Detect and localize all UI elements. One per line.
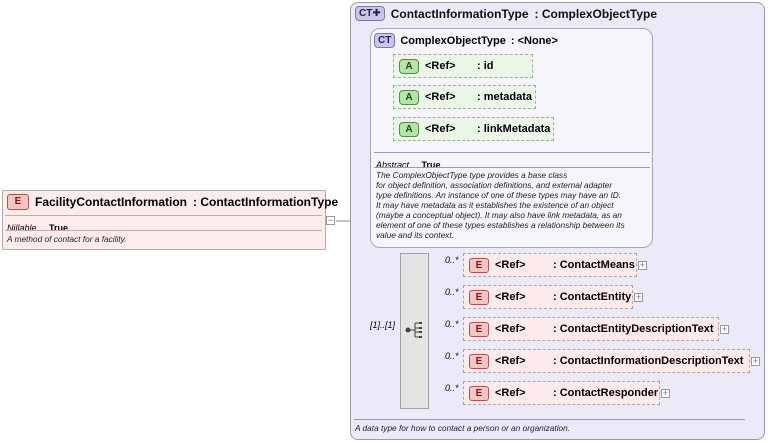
expand-icon[interactable]: +: [661, 388, 670, 398]
attribute-name: : linkMetadata: [477, 123, 551, 135]
child-element-contactresponder[interactable]: E <Ref> : ContactResponder: [463, 381, 660, 405]
sequence-icon: [405, 322, 422, 338]
child-element-contactentitydescriptiontext[interactable]: E <Ref> : ContactEntityDescriptionText: [463, 317, 719, 341]
element-name: : ContactMeans: [553, 259, 635, 271]
base-type-base: : <None>: [510, 34, 558, 47]
attribute-ref: <Ref>: [425, 123, 456, 135]
property-key: Nillable: [7, 223, 37, 233]
child-element-contactmeans[interactable]: E <Ref> : ContactMeans: [463, 253, 637, 277]
attribute-ref: <Ref>: [425, 60, 456, 72]
child-multiplicity: 0..*: [445, 255, 459, 265]
element-badge: E: [469, 353, 489, 369]
element-badge: E: [7, 194, 29, 210]
divider: [5, 215, 322, 216]
complex-type-base: : ComplexObjectType: [534, 6, 657, 21]
element-property-row: Nillable True: [7, 218, 68, 236]
attribute-ref: <Ref>: [425, 91, 456, 103]
attribute-name: : metadata: [477, 91, 533, 103]
attribute-badge: A: [399, 89, 419, 105]
element-badge: E: [469, 289, 489, 305]
property-key: Abstract: [376, 160, 410, 170]
expand-icon[interactable]: +: [751, 356, 760, 366]
element-ref: <Ref>: [495, 323, 526, 335]
divider: [374, 152, 650, 153]
expand-icon[interactable]: +: [720, 324, 729, 334]
child-multiplicity: 0..*: [445, 351, 459, 361]
attribute-badge: A: [399, 58, 419, 74]
element-name: : ContactEntity: [553, 291, 632, 303]
expand-icon[interactable]: +: [638, 260, 647, 270]
complex-type-header[interactable]: CT✚ ContactInformationType : ComplexObje…: [355, 6, 657, 21]
element-name: : ContactInformationDescriptionText: [553, 355, 744, 367]
child-element-contactinformationdescriptiontext[interactable]: E <Ref> : ContactInformationDescriptionT…: [463, 349, 750, 373]
attribute-linkmetadata[interactable]: A <Ref> : linkMetadata: [393, 117, 554, 141]
element-name: FacilityContactInformation: [35, 195, 188, 209]
base-type-name: ComplexObjectType: [400, 34, 506, 47]
element-badge: E: [469, 321, 489, 337]
doc-line: The ComplexObjectType type provides a ba…: [376, 170, 568, 180]
divider: [5, 230, 322, 231]
element-ref: <Ref>: [495, 259, 526, 271]
divider: [354, 419, 745, 420]
element-name: : ContactResponder: [553, 387, 659, 399]
property-value: True: [48, 223, 68, 233]
root-element-header[interactable]: E FacilityContactInformation : ContactIn…: [7, 194, 338, 210]
child-multiplicity: 0..*: [445, 319, 459, 329]
root-element-box: [2, 190, 326, 250]
attribute-name: : id: [477, 60, 494, 72]
doc-line: value and its context.: [376, 230, 454, 240]
element-ref: <Ref>: [495, 387, 526, 399]
base-documentation: The ComplexObjectType type provides a ba…: [376, 170, 652, 240]
child-multiplicity: 0..*: [445, 287, 459, 297]
expand-icon[interactable]: +: [634, 292, 643, 302]
divider: [374, 167, 650, 168]
doc-line: element of one of these types establishe…: [376, 220, 625, 230]
element-ref: <Ref>: [495, 355, 526, 367]
doc-line: (maybe a conceptual object). It may also…: [376, 210, 622, 220]
base-type-badge: CT: [374, 33, 396, 48]
attribute-id[interactable]: A <Ref> : id: [393, 54, 533, 78]
complex-type-name: ContactInformationType: [390, 6, 529, 21]
child-element-contactentity[interactable]: E <Ref> : ContactEntity: [463, 285, 633, 309]
attribute-badge: A: [399, 121, 419, 137]
doc-line: for object definition, association defin…: [376, 180, 613, 190]
doc-line: It may have metadata as it establishes t…: [376, 200, 614, 210]
element-badge: E: [469, 257, 489, 273]
expand-icon: ✚: [372, 8, 381, 19]
element-badge: E: [469, 385, 489, 401]
element-name: : ContactEntityDescriptionText: [553, 323, 714, 335]
collapse-icon[interactable]: −: [326, 215, 335, 225]
base-property-row: Abstract True: [376, 155, 440, 173]
base-type-header[interactable]: CT ComplexObjectType : <None>: [374, 33, 558, 48]
child-multiplicity: 0..*: [445, 383, 459, 393]
element-type: : ContactInformationType: [193, 195, 339, 209]
attribute-metadata[interactable]: A <Ref> : metadata: [393, 85, 536, 109]
sequence-multiplicity: [1]..[1]: [370, 320, 396, 330]
property-value: True: [421, 160, 441, 170]
element-documentation: A method of contact for a facility.: [7, 234, 127, 244]
complex-type-documentation: A data type for how to contact a person …: [355, 423, 571, 433]
element-ref: <Ref>: [495, 291, 526, 303]
complex-type-badge: CT✚: [355, 6, 385, 21]
doc-line: type definitions. An instance of one of …: [376, 190, 622, 200]
